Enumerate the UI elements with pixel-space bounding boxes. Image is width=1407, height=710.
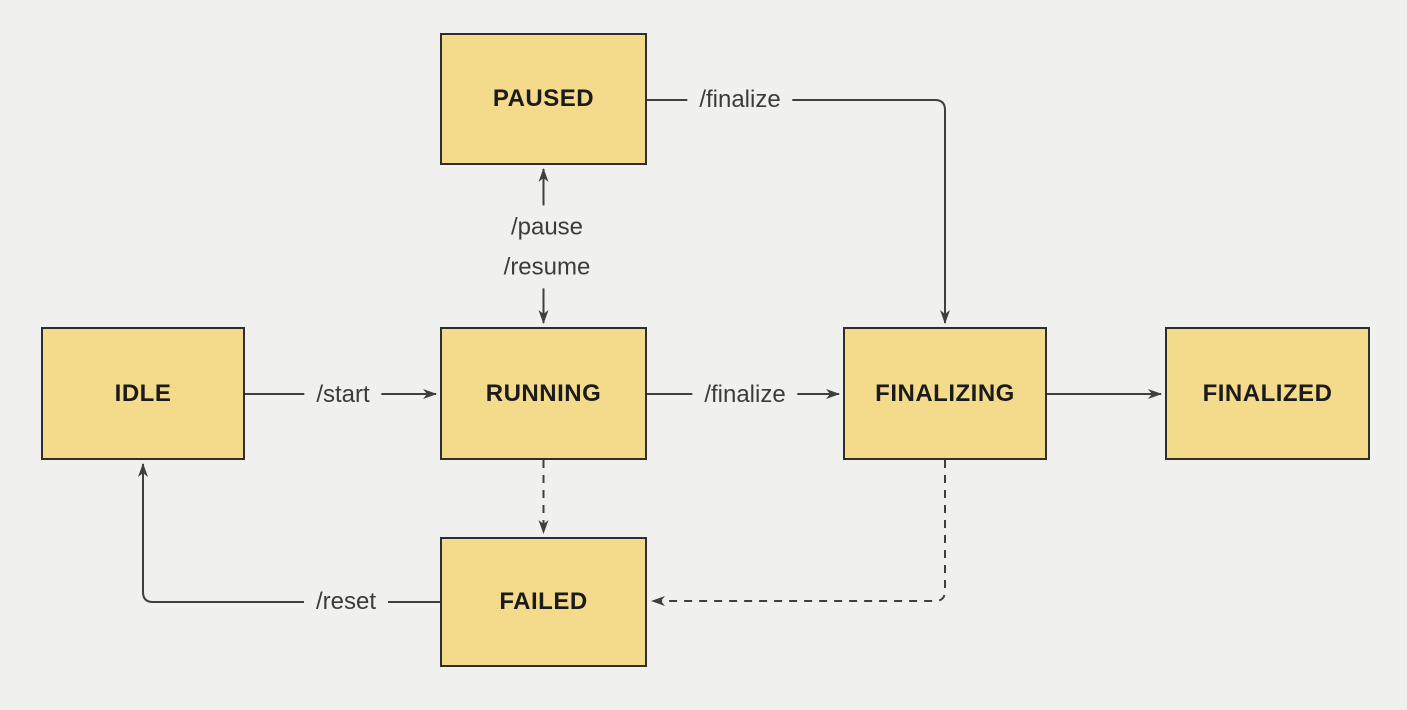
edge-failed-to-idle bbox=[138, 463, 440, 603]
state-label-finalized: FINALIZED bbox=[1202, 379, 1333, 407]
edge-paused-to-finalizing bbox=[647, 99, 950, 324]
edge-label-resume: /resume bbox=[503, 253, 591, 280]
state-node-finalizing: FINALIZING bbox=[843, 327, 1047, 460]
edge-finalizing-to-failed-dashed bbox=[651, 460, 946, 606]
state-node-running: RUNNING bbox=[440, 327, 647, 460]
state-label-running: RUNNING bbox=[485, 379, 602, 407]
state-node-idle: IDLE bbox=[41, 327, 245, 460]
edge-label-reset: /reset bbox=[303, 580, 389, 624]
edge-label-pause: /pause bbox=[510, 213, 584, 241]
state-node-paused: PAUSED bbox=[440, 33, 647, 165]
state-label-paused: PAUSED bbox=[492, 85, 595, 112]
edge-label-start: /start bbox=[304, 373, 382, 417]
state-label-idle: IDLE bbox=[114, 379, 172, 407]
edge-label-pause-resume: /pause /resume bbox=[491, 205, 603, 289]
edge-label-finalize-top: /finalize bbox=[687, 78, 793, 122]
state-node-failed: FAILED bbox=[440, 537, 647, 667]
state-node-finalized: FINALIZED bbox=[1165, 327, 1370, 460]
edge-label-finalize-mid: /finalize bbox=[692, 373, 798, 417]
state-label-finalizing: FINALIZING bbox=[875, 379, 1015, 407]
state-label-failed: FAILED bbox=[499, 588, 588, 615]
